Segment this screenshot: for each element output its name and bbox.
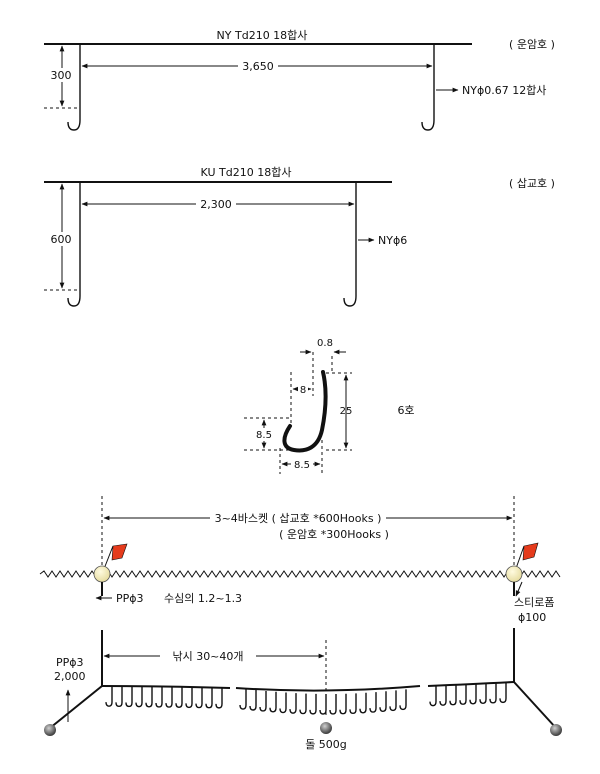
branch-hook xyxy=(185,687,193,709)
branch-hook xyxy=(205,687,213,709)
flag-right xyxy=(522,542,539,561)
span-label: 3~4바스켓 ( 삽교호 *600Hooks ) xyxy=(215,512,382,525)
branch-line-right xyxy=(343,182,357,307)
branch-hooks xyxy=(105,682,507,715)
anchor-line-length-label: 2,000 xyxy=(54,670,86,683)
branch-hook xyxy=(289,693,297,714)
bend-width-label: 8.5 xyxy=(294,460,310,471)
main-line-label: KU Td210 18합사 xyxy=(201,166,292,179)
vessel-label: ( 운암호 ) xyxy=(509,38,555,51)
branch-line-right xyxy=(421,44,435,131)
branch-hook xyxy=(259,690,267,712)
mainline-seg-2 xyxy=(235,685,421,692)
mid-rig: KU Td210 18합사 ( 삽교호 ) 600 2,300 NYϕ6 xyxy=(44,166,555,307)
branch-hook xyxy=(439,685,447,706)
branch-hook xyxy=(339,693,347,715)
branch-hook xyxy=(379,691,387,712)
branch-hook xyxy=(479,683,487,705)
span-label-2: ( 운암호 *300Hooks ) xyxy=(279,528,389,541)
branch-line-label: NYϕ0.67 12합사 xyxy=(462,84,546,97)
anchor-line-right xyxy=(513,681,557,729)
branch-hook xyxy=(349,693,357,715)
float-size-label: ϕ100 xyxy=(518,611,546,624)
branch-hook xyxy=(359,692,367,714)
branch-hook xyxy=(429,685,437,707)
spacing-label: 2,300 xyxy=(200,198,232,211)
spacing-label: 3,650 xyxy=(242,60,274,73)
branch-hook xyxy=(249,690,257,711)
gap-label: 0.8 xyxy=(317,338,333,349)
branch-hook xyxy=(449,684,457,706)
hook-detail: 0.8 8 25 8.5 8.5 6호 xyxy=(244,338,415,474)
float-buoy-left xyxy=(93,565,111,583)
sinker-label: 돌 500g xyxy=(305,738,347,751)
branch-hook xyxy=(115,686,123,708)
anchor-line-label: PPϕ3 xyxy=(56,656,84,669)
branch-hook xyxy=(389,690,397,712)
branch-hook xyxy=(369,692,377,713)
branch-line-left xyxy=(67,44,81,131)
branch-hook xyxy=(499,682,507,704)
branch-hook xyxy=(279,692,287,714)
height-label: 25 xyxy=(340,406,353,417)
branch-hook xyxy=(145,686,153,708)
branch-hook xyxy=(239,689,247,710)
branch-hook xyxy=(319,693,327,715)
branch-hook xyxy=(399,689,407,711)
branch-line-label: NYϕ6 xyxy=(378,234,407,247)
branch-hook xyxy=(125,686,133,708)
flag-left xyxy=(111,543,128,561)
height-label: 600 xyxy=(51,233,72,246)
mainline-seg-1 xyxy=(101,685,231,689)
top-rig: NY Td210 18합사 ( 운암호 ) 300 3,650 NYϕ0.67 … xyxy=(44,29,555,131)
mainline-seg-3 xyxy=(427,681,515,687)
depth-label: 수심의 1.2~1.3 xyxy=(164,592,242,605)
float-label: 스티로폼 xyxy=(514,596,554,609)
branch-hook xyxy=(215,687,223,709)
float-buoy-right xyxy=(505,565,523,583)
sinker-left xyxy=(44,724,56,736)
inner-width-label: 8 xyxy=(300,385,306,396)
sea-surface xyxy=(39,570,561,578)
anchor-line-left xyxy=(49,685,103,729)
longline-assembly: 3~4바스켓 ( 삽교호 *600Hooks ) ( 운암호 *300Hooks… xyxy=(39,496,562,751)
height-label: 300 xyxy=(51,69,72,82)
main-line-label: NY Td210 18합사 xyxy=(217,29,308,42)
buoy-line-label: PPϕ3 xyxy=(116,592,144,605)
vessel-label: ( 삽교호 ) xyxy=(509,177,555,190)
branch-hook xyxy=(459,684,467,705)
bend-height-label: 8.5 xyxy=(256,430,272,441)
hook-size-label: 6호 xyxy=(397,404,414,417)
branch-line-left xyxy=(67,182,81,307)
branch-hook xyxy=(299,693,307,715)
branch-hook xyxy=(489,682,497,704)
branch-hook xyxy=(165,687,173,708)
hooks-count-label: 낚시 30~40개 xyxy=(172,650,243,663)
branch-hook xyxy=(309,693,317,715)
branch-hook xyxy=(135,686,143,708)
branch-hook xyxy=(105,686,113,707)
sinker-right xyxy=(550,724,562,736)
hook-shape xyxy=(282,370,328,453)
sinker-middle xyxy=(320,722,332,734)
branch-hook xyxy=(269,691,277,713)
branch-hook xyxy=(329,693,337,715)
branch-hook xyxy=(469,683,477,705)
branch-hook xyxy=(175,687,183,708)
branch-hook xyxy=(155,686,163,708)
branch-hook xyxy=(195,687,203,709)
